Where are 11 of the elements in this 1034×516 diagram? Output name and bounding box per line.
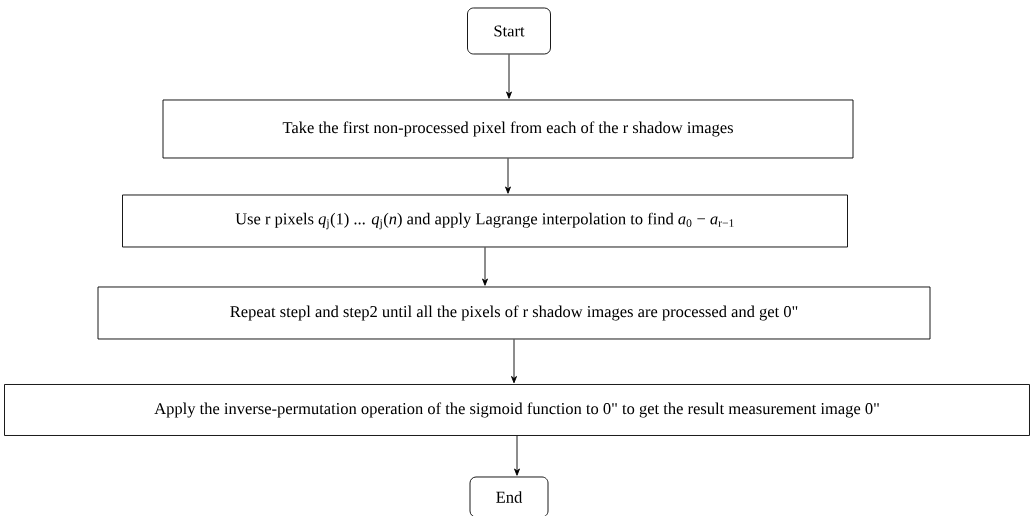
- arrow: [514, 435, 520, 476]
- process-box: Repeat stepl and step2 until all the pixels of r shadow images are processed and get 0": [97, 286, 931, 340]
- arrow: [505, 158, 511, 194]
- arrow: [511, 339, 517, 384]
- terminal-box: Start: [467, 7, 551, 55]
- arrow: [482, 247, 488, 286]
- process-box: Apply the inverse-permutation operation of the sigmoid function to 0" to get the result measurement image 0": [4, 384, 1030, 436]
- process-box: Take the first non-processed pixel from each of the r shadow images: [162, 99, 854, 159]
- arrow: [506, 54, 512, 99]
- process-box: Use r pixels q$_{j}$(1) ... q$_{j}$(n) and apply Lagrange interpolation to find a$_{0}$ − a$_{r−1}$: [122, 194, 848, 248]
- terminal-box: End: [469, 476, 549, 516]
